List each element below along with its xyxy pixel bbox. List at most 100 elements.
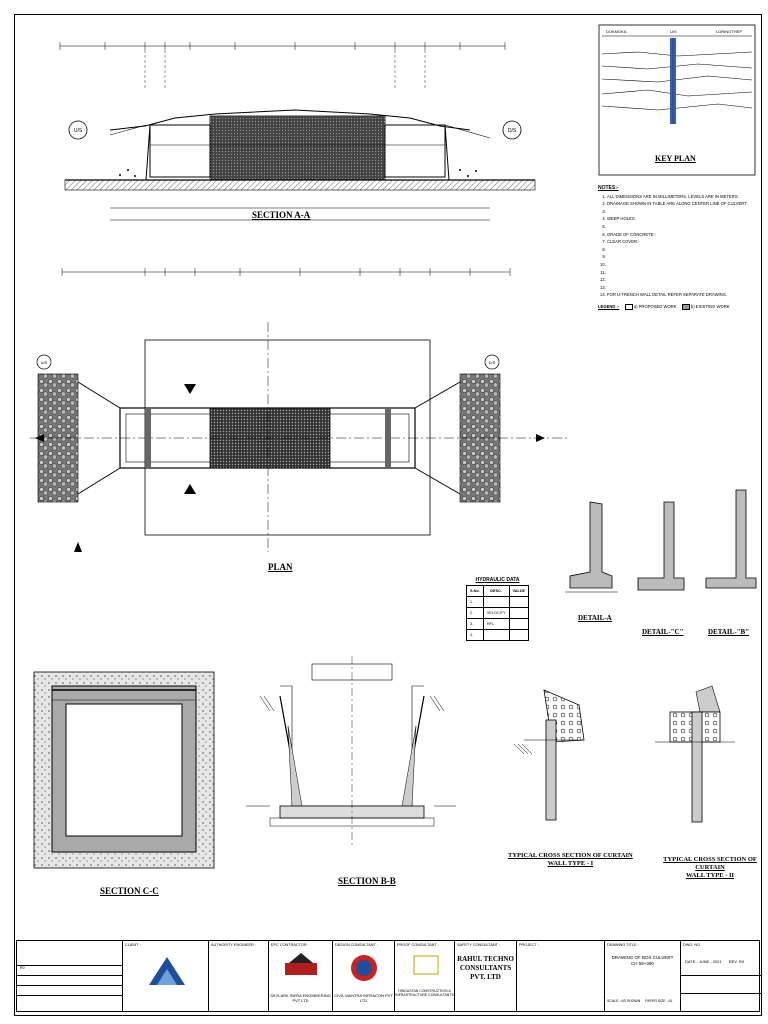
table-header: VALUE — [508, 585, 530, 597]
note-item: DRAINAGE SHOWN IN TABLE ARE ALONG CENTER… — [607, 201, 758, 207]
drawing-title-line2: CH 59+490 — [631, 961, 654, 966]
legend-proposed: a) PROPOSED WORK — [624, 303, 677, 310]
table-cell — [508, 607, 530, 619]
plan-drawing: U/S D/S — [30, 268, 570, 552]
label-section-bb: SECTION B-B — [338, 876, 396, 886]
table-cell — [508, 629, 530, 641]
table-cell: 3. — [466, 618, 484, 630]
date-text: DATE : JUNE - 2021 — [685, 959, 722, 964]
detail-b-drawing — [705, 489, 757, 589]
note-item — [607, 224, 758, 230]
curtain-wall-1-line2: WALL TYPE - I — [547, 860, 594, 867]
project-cell: PROJECT : — [517, 941, 605, 1011]
note-item — [607, 262, 758, 268]
detail-a-drawing — [565, 501, 618, 593]
authority-engineer-cell: AUTHORITY ENGINEER : — [209, 941, 269, 1011]
design-consultant-logo — [351, 955, 377, 981]
section-aa-drawing: U/S D/S — [59, 42, 536, 221]
proof-consultant-cell: PROOF CONSULTANT : HINDUSTAN CONSTRUCTIO… — [395, 941, 455, 1011]
client-cell: CLIENT : — [123, 941, 209, 1011]
design-consultant-label: DESIGN CONSULTANT : — [335, 943, 378, 947]
client-label: CLIENT : — [125, 943, 141, 947]
project-label: PROJECT : — [519, 943, 539, 947]
table-header: S.No. — [466, 585, 484, 597]
label-curtain-wall-1: TYPICAL CROSS SECTION OF CURTAIN WALL TY… — [508, 852, 633, 868]
us-marker-plan: U/S — [41, 360, 48, 365]
epc-contractor-label: EPC CONTRACTOR : — [271, 943, 309, 947]
legend-existing: b) EXISTING WORK — [681, 303, 730, 310]
label-detail-b: DETAIL-"B" — [708, 628, 750, 636]
safety-consultant-name-line1: RAHUL TECHNO — [457, 955, 514, 963]
label-detail-c: DETAIL-"C" — [642, 628, 684, 636]
ds-marker-aa: D/S — [508, 128, 517, 134]
table-cell — [508, 596, 530, 608]
label-curtain-wall-2: TYPICAL CROSS SECTION OF CURTAIN WALL TY… — [652, 856, 768, 880]
note-item — [607, 247, 758, 253]
revision-row — [17, 985, 122, 996]
proof-consultant-name-line1: HINDUSTAN CONSTRUCTION & — [398, 989, 451, 993]
table-cell: 4. — [466, 629, 484, 641]
paper-size-text: PAPER SIZE : A1 — [645, 999, 673, 1003]
section-cc-drawing — [33, 671, 215, 869]
table-cell — [482, 629, 510, 641]
drawing-title-label: DRAWING TITLE : — [607, 943, 639, 947]
proof-consultant-name-line2: INFRASTRUCTURE CONSULTANTS — [395, 993, 454, 997]
legend-heading: LEGEND :- — [598, 304, 620, 310]
rev-text: REV. R0 — [728, 959, 744, 964]
ds-marker-plan: D/S — [489, 360, 496, 365]
note-item — [607, 254, 758, 260]
note-item — [607, 209, 758, 215]
key-plan-drawing: DOKMOKA U/S LORINGTHEP — [598, 24, 756, 176]
key-plan-left-label: DOKMOKA — [606, 29, 627, 34]
note-item: ALL DIMENSIONS ARE IN MILLIMETERS, LEVEL… — [607, 194, 758, 200]
safety-consultant-name-line2: CONSULTANTS PVT. LTD — [459, 964, 512, 981]
label-detail-a: DETAIL-A — [578, 614, 612, 622]
scale-text: SCALE : AS SHOWN — [607, 999, 641, 1003]
legend: LEGEND :- a) PROPOSED WORK b) EXISTING W… — [598, 303, 758, 310]
table-cell — [482, 596, 510, 608]
authority-engineer-label: AUTHORITY ENGINEER : — [211, 943, 256, 947]
label-section-cc: SECTION C-C — [100, 886, 159, 896]
revision-row: R0 — [17, 965, 122, 975]
curtain-wall-1-line1: TYPICAL CROSS SECTION OF CURTAIN — [508, 852, 633, 859]
safety-consultant-cell: SAFETY CONSULTANT : RAHUL TECHNO CONSULT… — [455, 941, 517, 1011]
section-bb-drawing — [246, 656, 456, 846]
note-item: CLEAR COVER:- — [607, 239, 758, 245]
table-row: 3. HFL — [466, 618, 530, 630]
hydraulic-table-caption: HYDRAULIC DATA — [475, 577, 520, 583]
dwg-no-label: DWG. NO. — [683, 943, 702, 947]
hydraulic-table: S.No. DESC. VALUE 1. 2. VELOCITY 3. HFL … — [466, 585, 530, 641]
revision-row — [17, 975, 122, 985]
safety-consultant-label: SAFETY CONSULTANT : — [457, 943, 500, 947]
key-plan-center-label: U/S — [670, 29, 677, 34]
epc-contractor-name: SKYLARK INFRA ENGINEERING PVT LTD — [270, 993, 331, 1003]
hydraulic-data-table: HYDRAULIC DATA S.No. DESC. VALUE 1. 2. V… — [466, 577, 530, 641]
drawing-title-line1: DRAWING OF BOX CULVERT — [611, 955, 674, 960]
epc-contractor-cell: EPC CONTRACTOR : SKYLARK INFRA ENGINEERI… — [269, 941, 333, 1011]
us-marker-aa: U/S — [74, 128, 83, 134]
table-header: DESC. — [482, 585, 510, 597]
notes-heading: NOTES:- — [598, 185, 619, 191]
note-item: FOR U-TRENCH WALL DETAIL REFER SEPARATE … — [607, 292, 758, 298]
note-item: WEEP HOLES — [607, 216, 758, 222]
client-logo — [149, 957, 185, 985]
note-item — [607, 285, 758, 291]
table-header-row: S.No. DESC. VALUE — [466, 585, 530, 597]
curtain-wall-2-line2: WALL TYPE - II — [685, 872, 735, 879]
title-block: R0 CLIENT : AUTHORITY ENGINEER : EPC CON… — [16, 940, 761, 1012]
curtain-wall-1-drawing — [513, 689, 585, 821]
curtain-wall-2-drawing — [655, 685, 735, 823]
sheet-border — [14, 14, 762, 1016]
table-cell: 2. — [466, 607, 484, 619]
proof-consultant-logo — [413, 955, 439, 975]
key-plan-right-label: LORINGTHEP — [716, 29, 742, 34]
proof-consultant-label: PROOF CONSULTANT : — [397, 943, 439, 947]
drawing-number-cell: DWG. NO. DATE : JUNE - 2021 REV. R0 — [681, 941, 761, 1011]
label-key-plan: KEY PLAN — [655, 154, 696, 163]
notes-list: ALL DIMENSIONS ARE IN MILLIMETERS, LEVEL… — [598, 194, 758, 298]
table-cell: HFL — [482, 618, 510, 630]
epc-contractor-logo — [285, 953, 317, 975]
table-cell: VELOCITY — [482, 607, 510, 619]
table-cell — [508, 618, 530, 630]
